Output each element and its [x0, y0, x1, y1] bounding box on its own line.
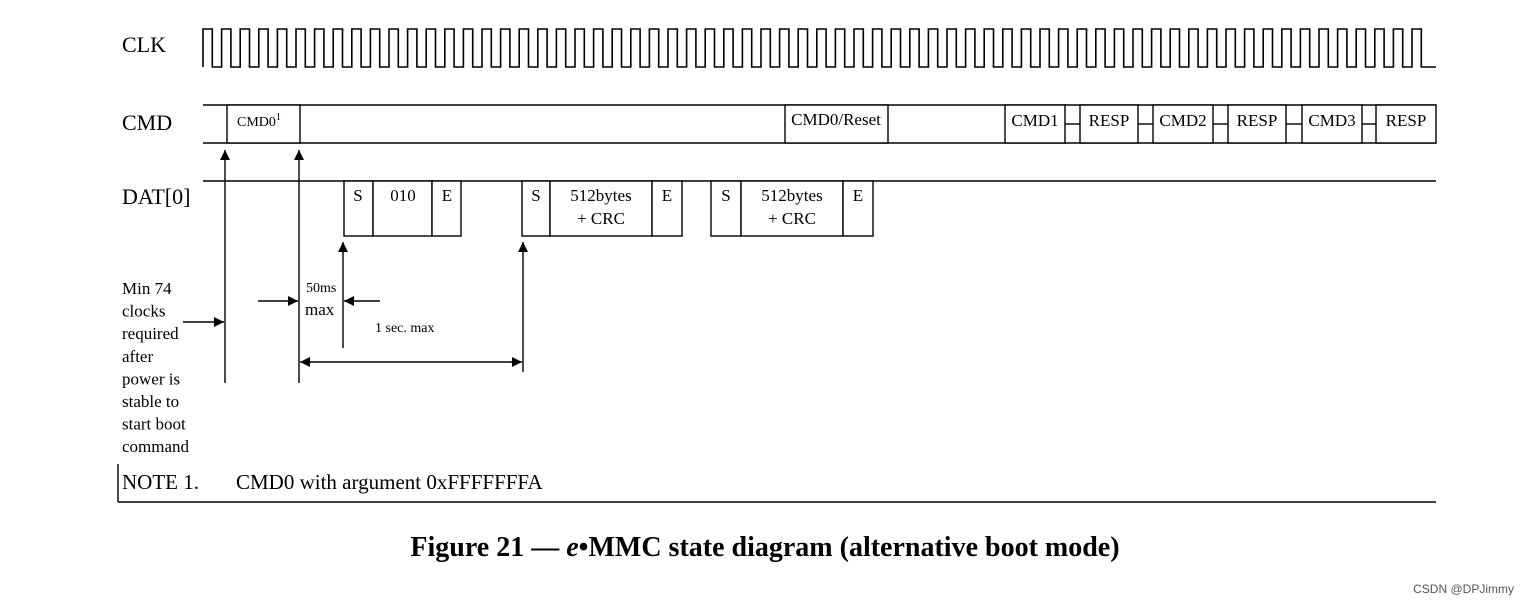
cmd0-reset-label: CMD0/Reset	[791, 110, 881, 129]
min-clocks-note: Min 74 clocks required after power is st…	[122, 279, 190, 456]
note-text: CMD0 with argument 0xFFFFFFFA	[236, 470, 544, 494]
resp1-label: RESP	[1089, 111, 1130, 130]
note-label: NOTE 1.	[122, 470, 199, 494]
cmd0-reset-box	[784, 104, 889, 144]
block3-body-line1: 512bytes	[761, 186, 822, 205]
clk-waveform	[202, 28, 1436, 68]
block1-body: 010	[390, 186, 416, 205]
block3-body-line2: + CRC	[768, 209, 816, 228]
resp3-label: RESP	[1386, 111, 1427, 130]
watermark: CSDN @DPJimmy	[1413, 582, 1514, 596]
cmd1-box	[1004, 104, 1066, 144]
figure-caption: Figure 21 — e•MMC state diagram (alterna…	[410, 532, 1120, 563]
figure-caption-container: Figure 21 — e•MMC state diagram (alterna…	[0, 532, 1530, 564]
block3-start: S	[721, 186, 730, 205]
block1-end: E	[442, 186, 452, 205]
block3-end: E	[853, 186, 863, 205]
cmd0-first-label: CMD01	[237, 112, 281, 130]
resp3-box	[1375, 104, 1437, 144]
resp2-box	[1227, 104, 1287, 144]
block2-body-line1: 512bytes	[570, 186, 631, 205]
t50-label-line1: 50ms	[306, 281, 336, 296]
cmd-signal-label: CMD	[122, 110, 172, 135]
cmd3-label: CMD3	[1308, 111, 1355, 130]
block2-body-line2: + CRC	[577, 209, 625, 228]
block2-end: E	[662, 186, 672, 205]
resp2-label: RESP	[1237, 111, 1278, 130]
cmd2-label: CMD2	[1159, 111, 1206, 130]
block2-start: S	[531, 186, 540, 205]
cmd3-box	[1301, 104, 1363, 144]
clk-signal-label: CLK	[122, 32, 166, 57]
t1s-label: 1 sec. max	[375, 321, 434, 336]
t50-label-line2: max	[305, 300, 335, 319]
dat0-blocks	[343, 180, 874, 237]
timing-arrows	[183, 150, 528, 383]
block1-start: S	[353, 186, 362, 205]
cmd0-first-box	[226, 104, 301, 144]
dat0-signal-label: DAT[0]	[122, 184, 190, 209]
cmd1-label: CMD1	[1011, 111, 1058, 130]
